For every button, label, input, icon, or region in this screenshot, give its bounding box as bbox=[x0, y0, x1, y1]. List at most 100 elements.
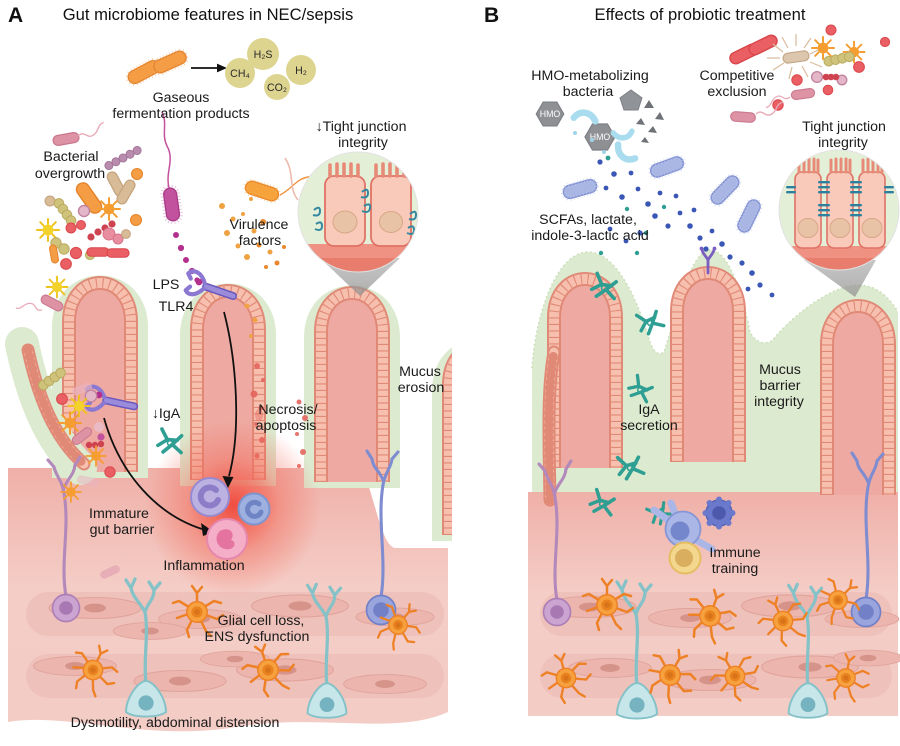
panel-a-title: Gut microbiome features in NEC/sepsis bbox=[63, 5, 354, 24]
villus bbox=[304, 286, 400, 489]
bacterium-flagellated bbox=[51, 121, 107, 147]
inset-tight-junction-intact bbox=[778, 149, 900, 271]
necrosis-label-line1: Necrosis/ bbox=[258, 402, 317, 418]
microvilli bbox=[328, 162, 360, 178]
bacterium-mini-chain bbox=[85, 440, 105, 449]
mucus-barrier-label-line2: barrier bbox=[760, 378, 801, 394]
bacterium-flagellated bbox=[764, 87, 816, 109]
barrier-breach-bacteria bbox=[36, 365, 116, 503]
mucus-fringe bbox=[531, 249, 899, 369]
villus bbox=[554, 279, 616, 468]
bacterium-coccus bbox=[76, 220, 86, 230]
bacterium-coccus bbox=[104, 466, 116, 478]
hmo-fragments bbox=[636, 100, 664, 143]
bacterium-coccus bbox=[97, 433, 105, 441]
gaseous-label-line2: fermentation products bbox=[112, 106, 249, 122]
bacterium-coccus bbox=[131, 168, 143, 180]
bacterium-coccus bbox=[65, 222, 77, 234]
hmo-cluster: HMO HMO bbox=[535, 89, 664, 161]
bacterium-starburst bbox=[60, 481, 82, 503]
necrosis-label-line2: apoptosis bbox=[256, 418, 317, 434]
dendritic-cell bbox=[650, 499, 716, 553]
intact-tight-junctions bbox=[786, 181, 894, 217]
bacterium-rod bbox=[86, 247, 110, 257]
gas-bubble-co2 bbox=[264, 74, 290, 100]
bacterium-coccus bbox=[84, 389, 98, 403]
mucus-erosion-label-line2: erosion bbox=[398, 380, 445, 396]
panel-b-title: Effects of probiotic treatment bbox=[595, 5, 806, 24]
bacterium-cocci-chain bbox=[102, 144, 144, 172]
bacterium-starburst bbox=[85, 445, 107, 467]
probiotic-rod bbox=[736, 198, 763, 234]
glial-label-line2: ENS dysfunction bbox=[205, 629, 310, 645]
arrow-tlr4-to-inflammation bbox=[222, 311, 238, 488]
glial-label-line1: Glial cell loss, bbox=[218, 613, 305, 629]
panel-b-label: B bbox=[484, 4, 499, 27]
iga-secretion-label-line2: secretion bbox=[620, 418, 678, 434]
lps-molecule-dots bbox=[173, 232, 200, 283]
probiotic-rod bbox=[709, 173, 742, 206]
mucus-erosion-label-line1: Mucus bbox=[399, 364, 441, 380]
bacterium-coccus bbox=[810, 70, 824, 84]
bacterium-coccus bbox=[44, 195, 56, 207]
overgrowth-label-line2: overgrowth bbox=[35, 166, 105, 182]
iga-label: ↓IgA bbox=[152, 406, 181, 422]
bacterium-starburst bbox=[67, 394, 91, 418]
virulence-factor-dots bbox=[219, 197, 286, 338]
iga-secretion-label-line1: IgA bbox=[638, 402, 660, 418]
bacterial-overgrowth-cluster bbox=[15, 121, 144, 318]
immune-training-label-line1: Immune bbox=[709, 545, 760, 561]
villus-right-wall bbox=[432, 339, 528, 542]
hairy-bacterium bbox=[767, 34, 823, 80]
tight-junction-label-line1: ↓Tight junction bbox=[316, 119, 407, 135]
panel-a: H₂S CH₄ CO₂ H₂ bbox=[5, 4, 528, 732]
lymphocyte-cell bbox=[668, 541, 702, 575]
virulence-label-line1: Virulence bbox=[230, 217, 289, 233]
metabolite-dots bbox=[597, 155, 775, 298]
gas-bubble-ch4 bbox=[225, 58, 255, 88]
virulence-label-line2: factors bbox=[239, 233, 282, 249]
competitive-exclusion-cluster bbox=[727, 24, 891, 124]
mucus-barrier-label-line3: integrity bbox=[754, 394, 805, 410]
hmo-badge-label: HMO bbox=[590, 132, 611, 142]
immature-barrier-label-line1: Immature bbox=[89, 506, 149, 522]
bacterium-blob bbox=[112, 233, 124, 245]
gas-arrow bbox=[191, 63, 227, 73]
scfa-label-line2: indole-3-lactic acid bbox=[531, 228, 649, 244]
bacterium-starburst bbox=[45, 275, 69, 299]
immune-training-cells bbox=[650, 496, 736, 575]
bacterium-coccus bbox=[121, 229, 131, 239]
inset-tight-junction-damaged bbox=[297, 151, 419, 273]
bacterium-blob bbox=[102, 227, 116, 241]
probiotic-rod bbox=[649, 155, 685, 179]
bacterium-coccus bbox=[56, 393, 68, 405]
tight-junction-label-line2: integrity bbox=[818, 135, 869, 151]
villus bbox=[677, 273, 739, 462]
bacterium-coccus bbox=[130, 214, 142, 226]
gaseous-label-line1: Gaseous bbox=[153, 90, 210, 106]
tight-junction-label-line1: Tight junction bbox=[802, 119, 886, 135]
dysmotility-label: Dysmotility, abdominal distension bbox=[71, 715, 280, 731]
gas-bubble-h2s bbox=[247, 38, 279, 70]
breached-mucosal-wall bbox=[5, 327, 97, 485]
panel-b: HMO HMO bbox=[484, 4, 900, 721]
monocyte-cell bbox=[702, 496, 736, 530]
hmo-label-line2: bacteria bbox=[563, 84, 614, 100]
gas-label-h2: H₂ bbox=[295, 65, 307, 77]
crypt-wall bbox=[542, 345, 561, 507]
scfa-label-line1: SCFAs, lactate, bbox=[539, 212, 637, 228]
bacterium-starburst bbox=[811, 36, 835, 60]
bacterium-starburst bbox=[97, 197, 121, 221]
tlr4-label: TLR4 bbox=[159, 299, 194, 315]
magnifier-funnel bbox=[804, 260, 876, 297]
hmo-badge-label: HMO bbox=[540, 109, 561, 119]
panel-a-label: A bbox=[8, 4, 23, 27]
bacterium-mini-chain bbox=[822, 73, 840, 81]
competitive-label-line1: Competitive bbox=[700, 68, 775, 84]
hmo-small-dots bbox=[573, 131, 606, 154]
hmo-label-line1: HMO-metabolizing bbox=[531, 68, 648, 84]
competitive-label-line2: exclusion bbox=[707, 84, 766, 100]
gas-label-co2: CO₂ bbox=[267, 82, 287, 94]
inflammation-cells bbox=[190, 477, 271, 560]
gas-label-h2s: H₂S bbox=[254, 49, 273, 61]
